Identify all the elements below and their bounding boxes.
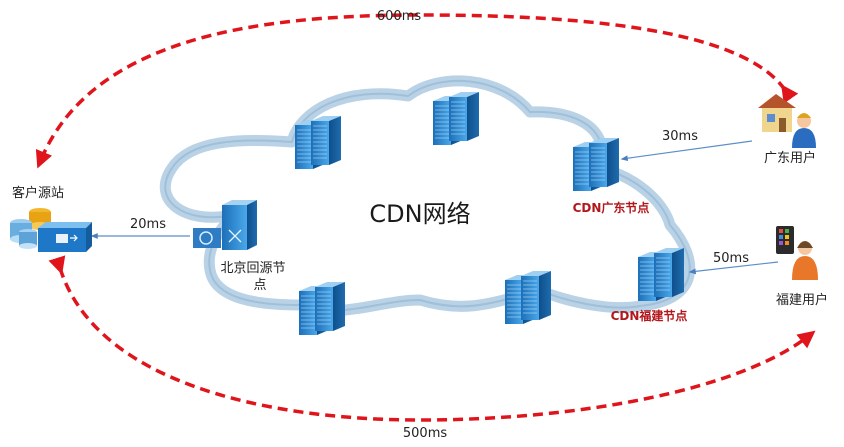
guangdong-user-icon: [758, 94, 816, 148]
fujian-user-icon: [776, 226, 818, 280]
server-cluster-bottom-center: [505, 271, 551, 324]
link-guangdong-arrow: [620, 140, 753, 162]
fujian-user-label: 福建用户: [776, 292, 828, 308]
beijing-node-label-line2: 点: [253, 278, 266, 293]
latency-bottom-label: 500ms: [403, 426, 447, 441]
server-cluster-top-left: [295, 116, 341, 169]
guangdong-user-label: 广东用户: [764, 150, 816, 166]
latency-arc-bottom: [48, 255, 816, 422]
latency-arc-top: [35, 13, 799, 169]
origin-site-icon: [10, 208, 92, 252]
server-cluster-top-center: [433, 92, 479, 145]
latency-origin-label: 20ms: [130, 217, 166, 232]
server-cluster-bottom-left: [299, 282, 345, 335]
beijing-node-label-line1: 北京回源节: [220, 261, 285, 276]
server-cluster-guangdong: [573, 138, 619, 191]
fujian-node-label: CDN福建节点: [611, 308, 688, 323]
diagram-title: CDN网络: [369, 200, 470, 228]
latency-fujian-label: 50ms: [713, 251, 749, 266]
guangdong-node-label: CDN广东节点: [573, 200, 650, 215]
cdn-cloud: [159, 75, 696, 317]
server-cluster-fujian: [638, 248, 684, 301]
beijing-node-icon: [193, 200, 257, 250]
origin-site-label: 客户源站: [12, 185, 64, 201]
link-fujian-arrow: [688, 261, 779, 275]
latency-guangdong-label: 30ms: [662, 129, 698, 144]
latency-top-label: 600ms: [377, 9, 421, 24]
